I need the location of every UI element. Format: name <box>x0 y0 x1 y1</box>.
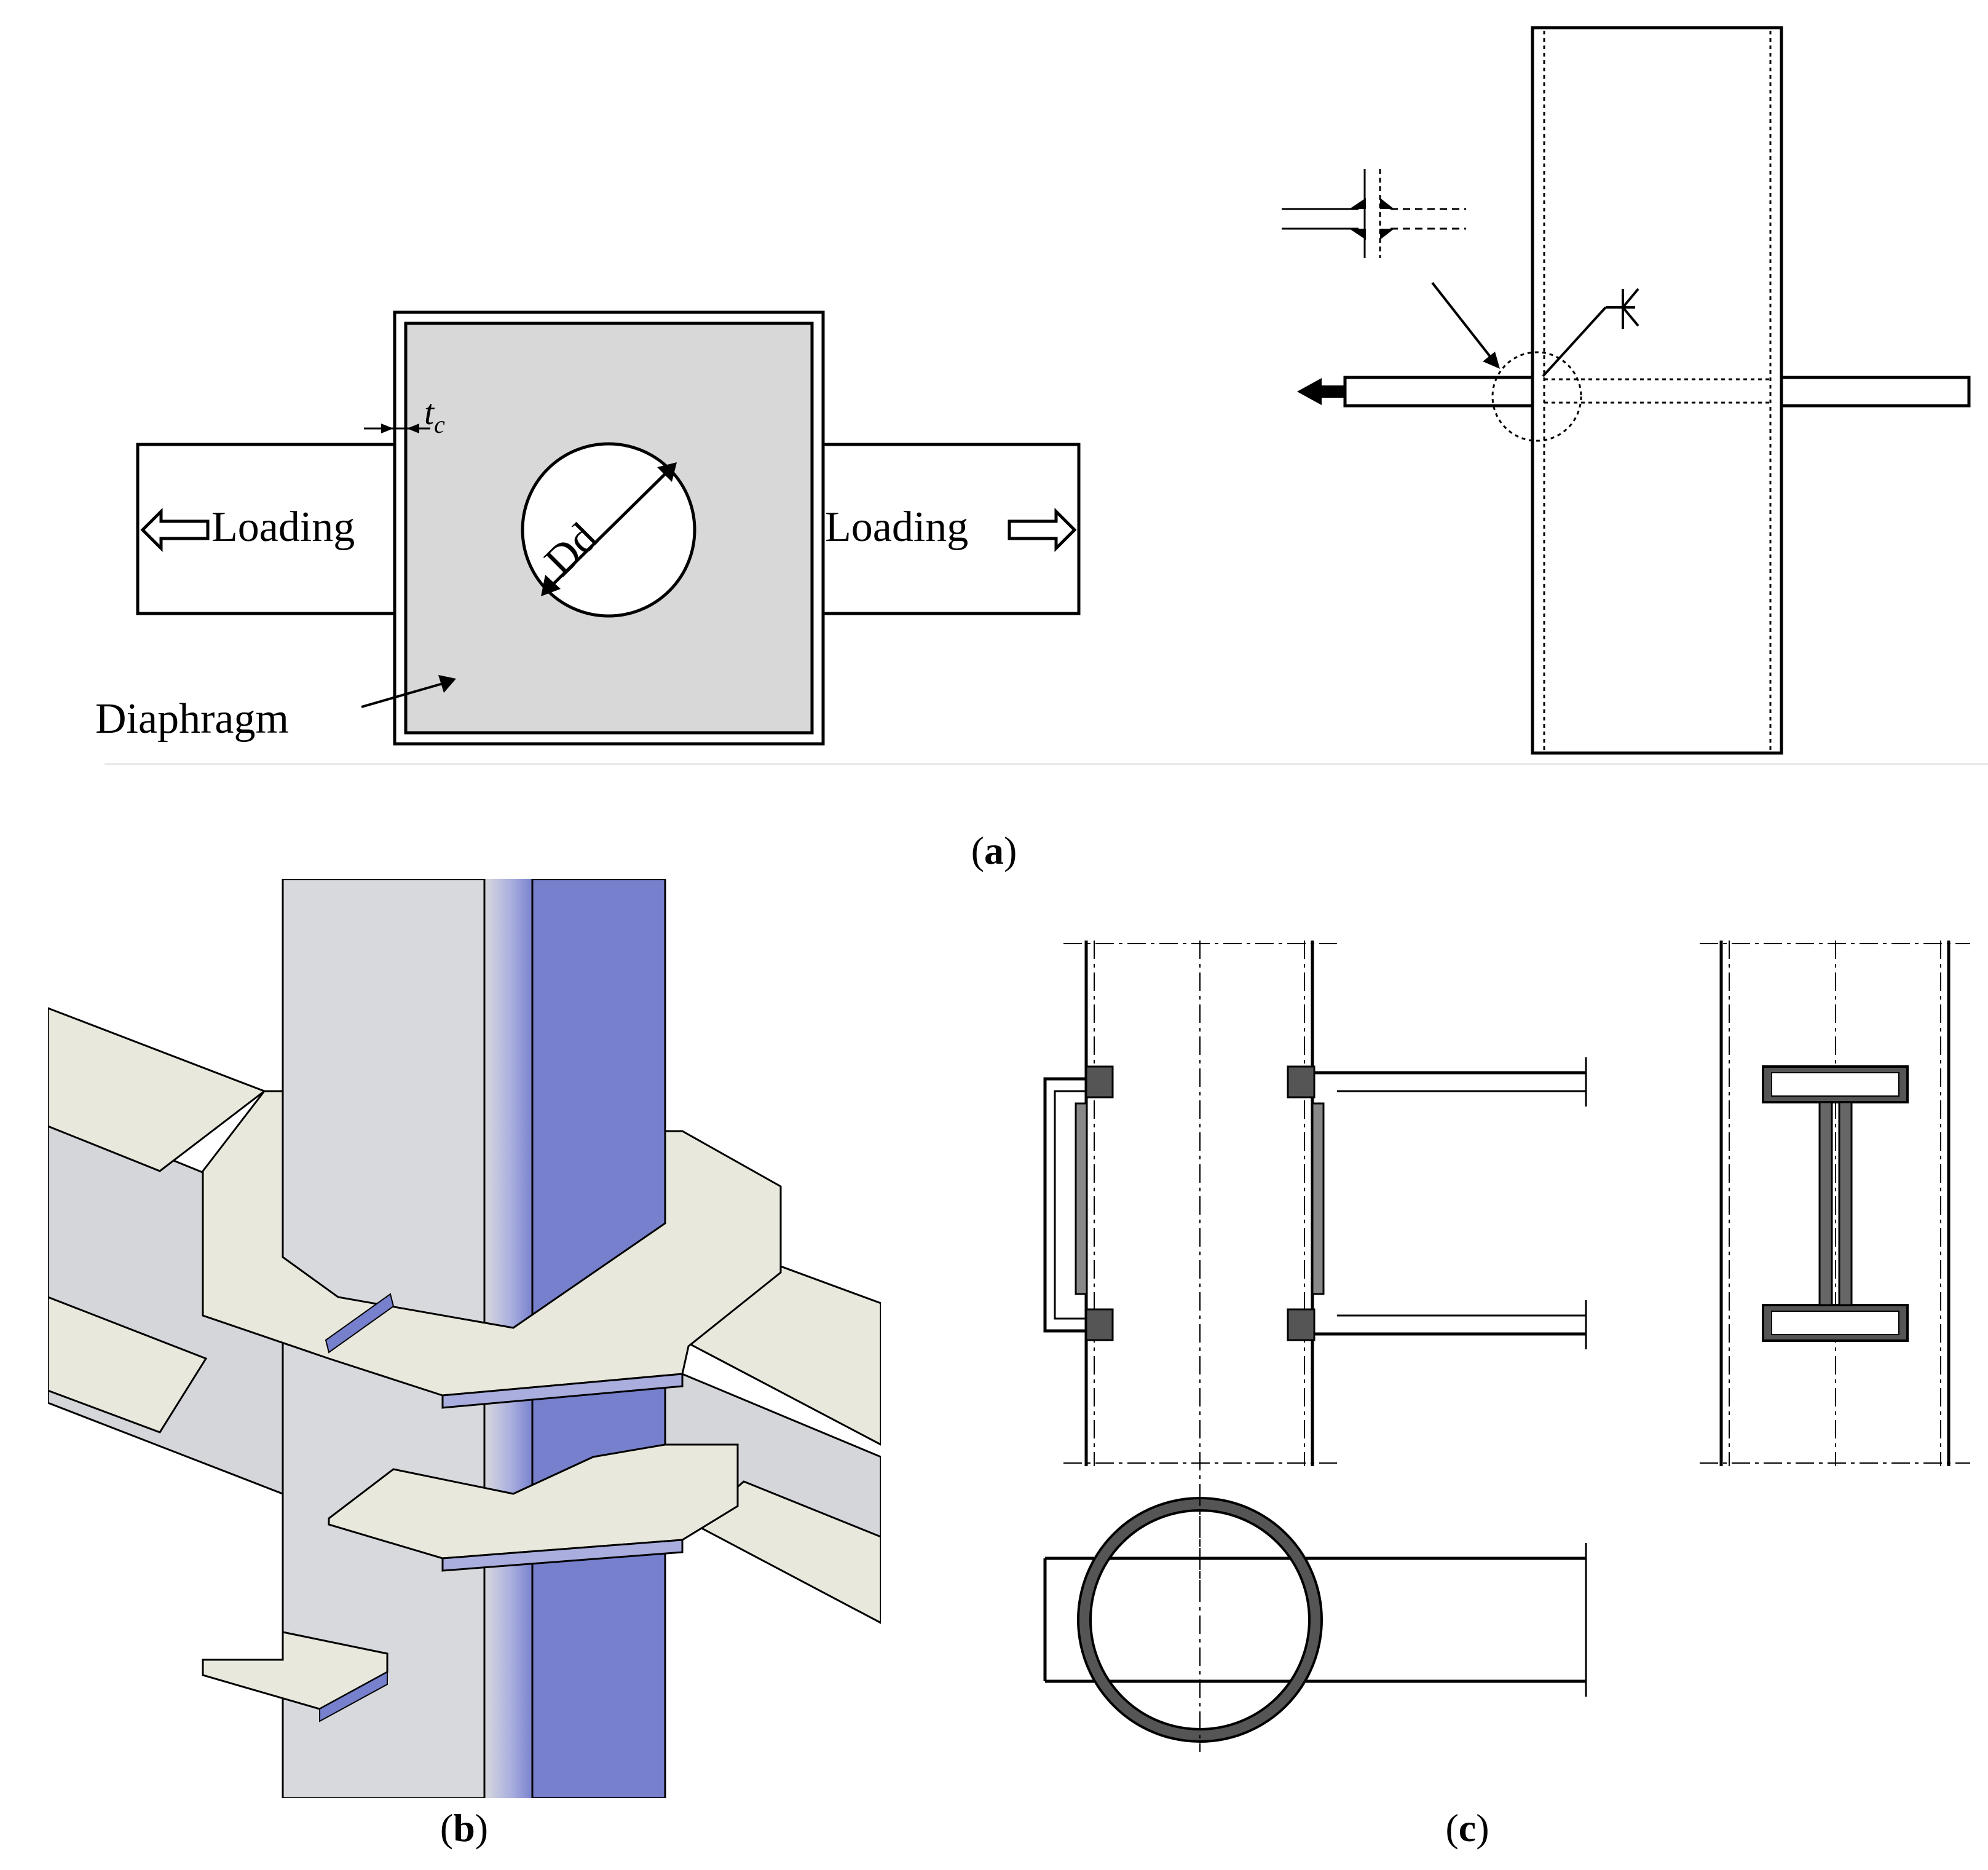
left-top-weld-block <box>1085 1065 1114 1099</box>
panel-b-3d-model <box>48 879 881 1798</box>
upper-diaphragm-slot <box>325 1293 395 1354</box>
left-beam-top-flange <box>48 1007 267 1172</box>
plan-view <box>1043 1488 1587 1752</box>
upper-diaphragm-thickness <box>441 1373 684 1409</box>
tc-label: tc <box>424 392 445 438</box>
caption-c: (c) <box>1445 1806 1489 1850</box>
elevation-view-1 <box>1043 941 1587 1598</box>
lower-diaphragm-thickness <box>441 1539 684 1572</box>
caption-a: (a) <box>971 829 1017 872</box>
i-section-top-flange-inner <box>1771 1072 1899 1097</box>
caption-a-close: ) <box>1004 829 1017 872</box>
elevation-view-2 <box>1700 941 1970 1466</box>
left-web-plate <box>1075 1102 1088 1295</box>
dimension-arrowhead-upper <box>657 462 677 482</box>
diaphragm-leader-line <box>361 682 443 708</box>
diaphragm-leader-arrowhead <box>438 675 456 693</box>
caption-c-open: ( <box>1445 1806 1458 1850</box>
panel-a-diaphragm-plan: Dd tc Loading Loading Diaphragm <box>95 310 1988 765</box>
i-section-web-right <box>1838 1101 1853 1306</box>
beam-left-flange <box>1343 376 1534 408</box>
hole-diameter-dimension <box>548 469 670 590</box>
weld-symbol-flag-down <box>1622 306 1639 327</box>
left-bottom-weld-block <box>1085 1308 1114 1341</box>
caption-c-letter: c <box>1459 1806 1476 1850</box>
i-section-web-left <box>1818 1101 1833 1306</box>
lower-left-plate-thickness <box>319 1671 388 1722</box>
right-web-plate <box>1311 1102 1325 1295</box>
weld-detail-fillet-bottom-right <box>1380 229 1394 240</box>
caption-b-close: ) <box>475 1806 488 1850</box>
tc-arrow-left <box>381 424 393 433</box>
tc-arrow-right <box>407 424 419 433</box>
left-loading-label: Loading <box>211 503 355 551</box>
column-elevation-outline <box>1531 26 1783 755</box>
left-loading-arrow <box>140 507 210 553</box>
weld-leader-arrowhead <box>1483 352 1500 369</box>
caption-b-letter: b <box>453 1806 475 1850</box>
left-beam-bottom-flange <box>48 1296 208 1434</box>
tc-label-subscript: c <box>434 411 445 438</box>
caption-c-close: ) <box>1476 1806 1489 1850</box>
weld-joint-detail <box>1282 169 1466 258</box>
panel-a-elevation <box>1282 26 1971 755</box>
right-top-weld-block <box>1287 1065 1315 1099</box>
right-loading-label: Loading <box>825 503 968 551</box>
dimension-arrowhead-lower <box>541 575 561 596</box>
upper-diaphragm-plate <box>202 1090 782 1397</box>
caption-a-letter: a <box>984 829 1004 872</box>
caption-b-open: ( <box>440 1806 453 1850</box>
lower-diaphragm-plate <box>328 1443 739 1560</box>
i-section-bottom-flange-inner <box>1771 1311 1899 1335</box>
weld-detail-fillet-top <box>1349 198 1366 209</box>
weld-leader-line <box>1431 282 1494 361</box>
weld-detail-circle <box>1491 351 1582 442</box>
right-bottom-weld-block <box>1287 1308 1315 1341</box>
right-loading-arrow <box>1008 507 1077 553</box>
weld-detail-fillet-bottom <box>1349 229 1366 240</box>
panel-c-drawings <box>1043 941 1970 1752</box>
beam-right-flange <box>1780 376 1971 408</box>
caption-b: (b) <box>440 1806 488 1850</box>
tc-label-main: t <box>424 392 435 432</box>
left-beam-section-inner <box>1054 1090 1086 1320</box>
weld-symbol-flag-up <box>1622 288 1639 309</box>
diaphragm-label: Diaphragm <box>95 695 289 743</box>
load-direction-arrow <box>1297 378 1345 405</box>
weld-detail-fillet-top-right <box>1380 198 1394 209</box>
caption-a-open: ( <box>971 829 984 872</box>
weld-symbol-leader <box>1542 306 1607 377</box>
lower-left-plate <box>202 1631 389 1710</box>
left-beam-section-outline <box>1043 1077 1086 1333</box>
